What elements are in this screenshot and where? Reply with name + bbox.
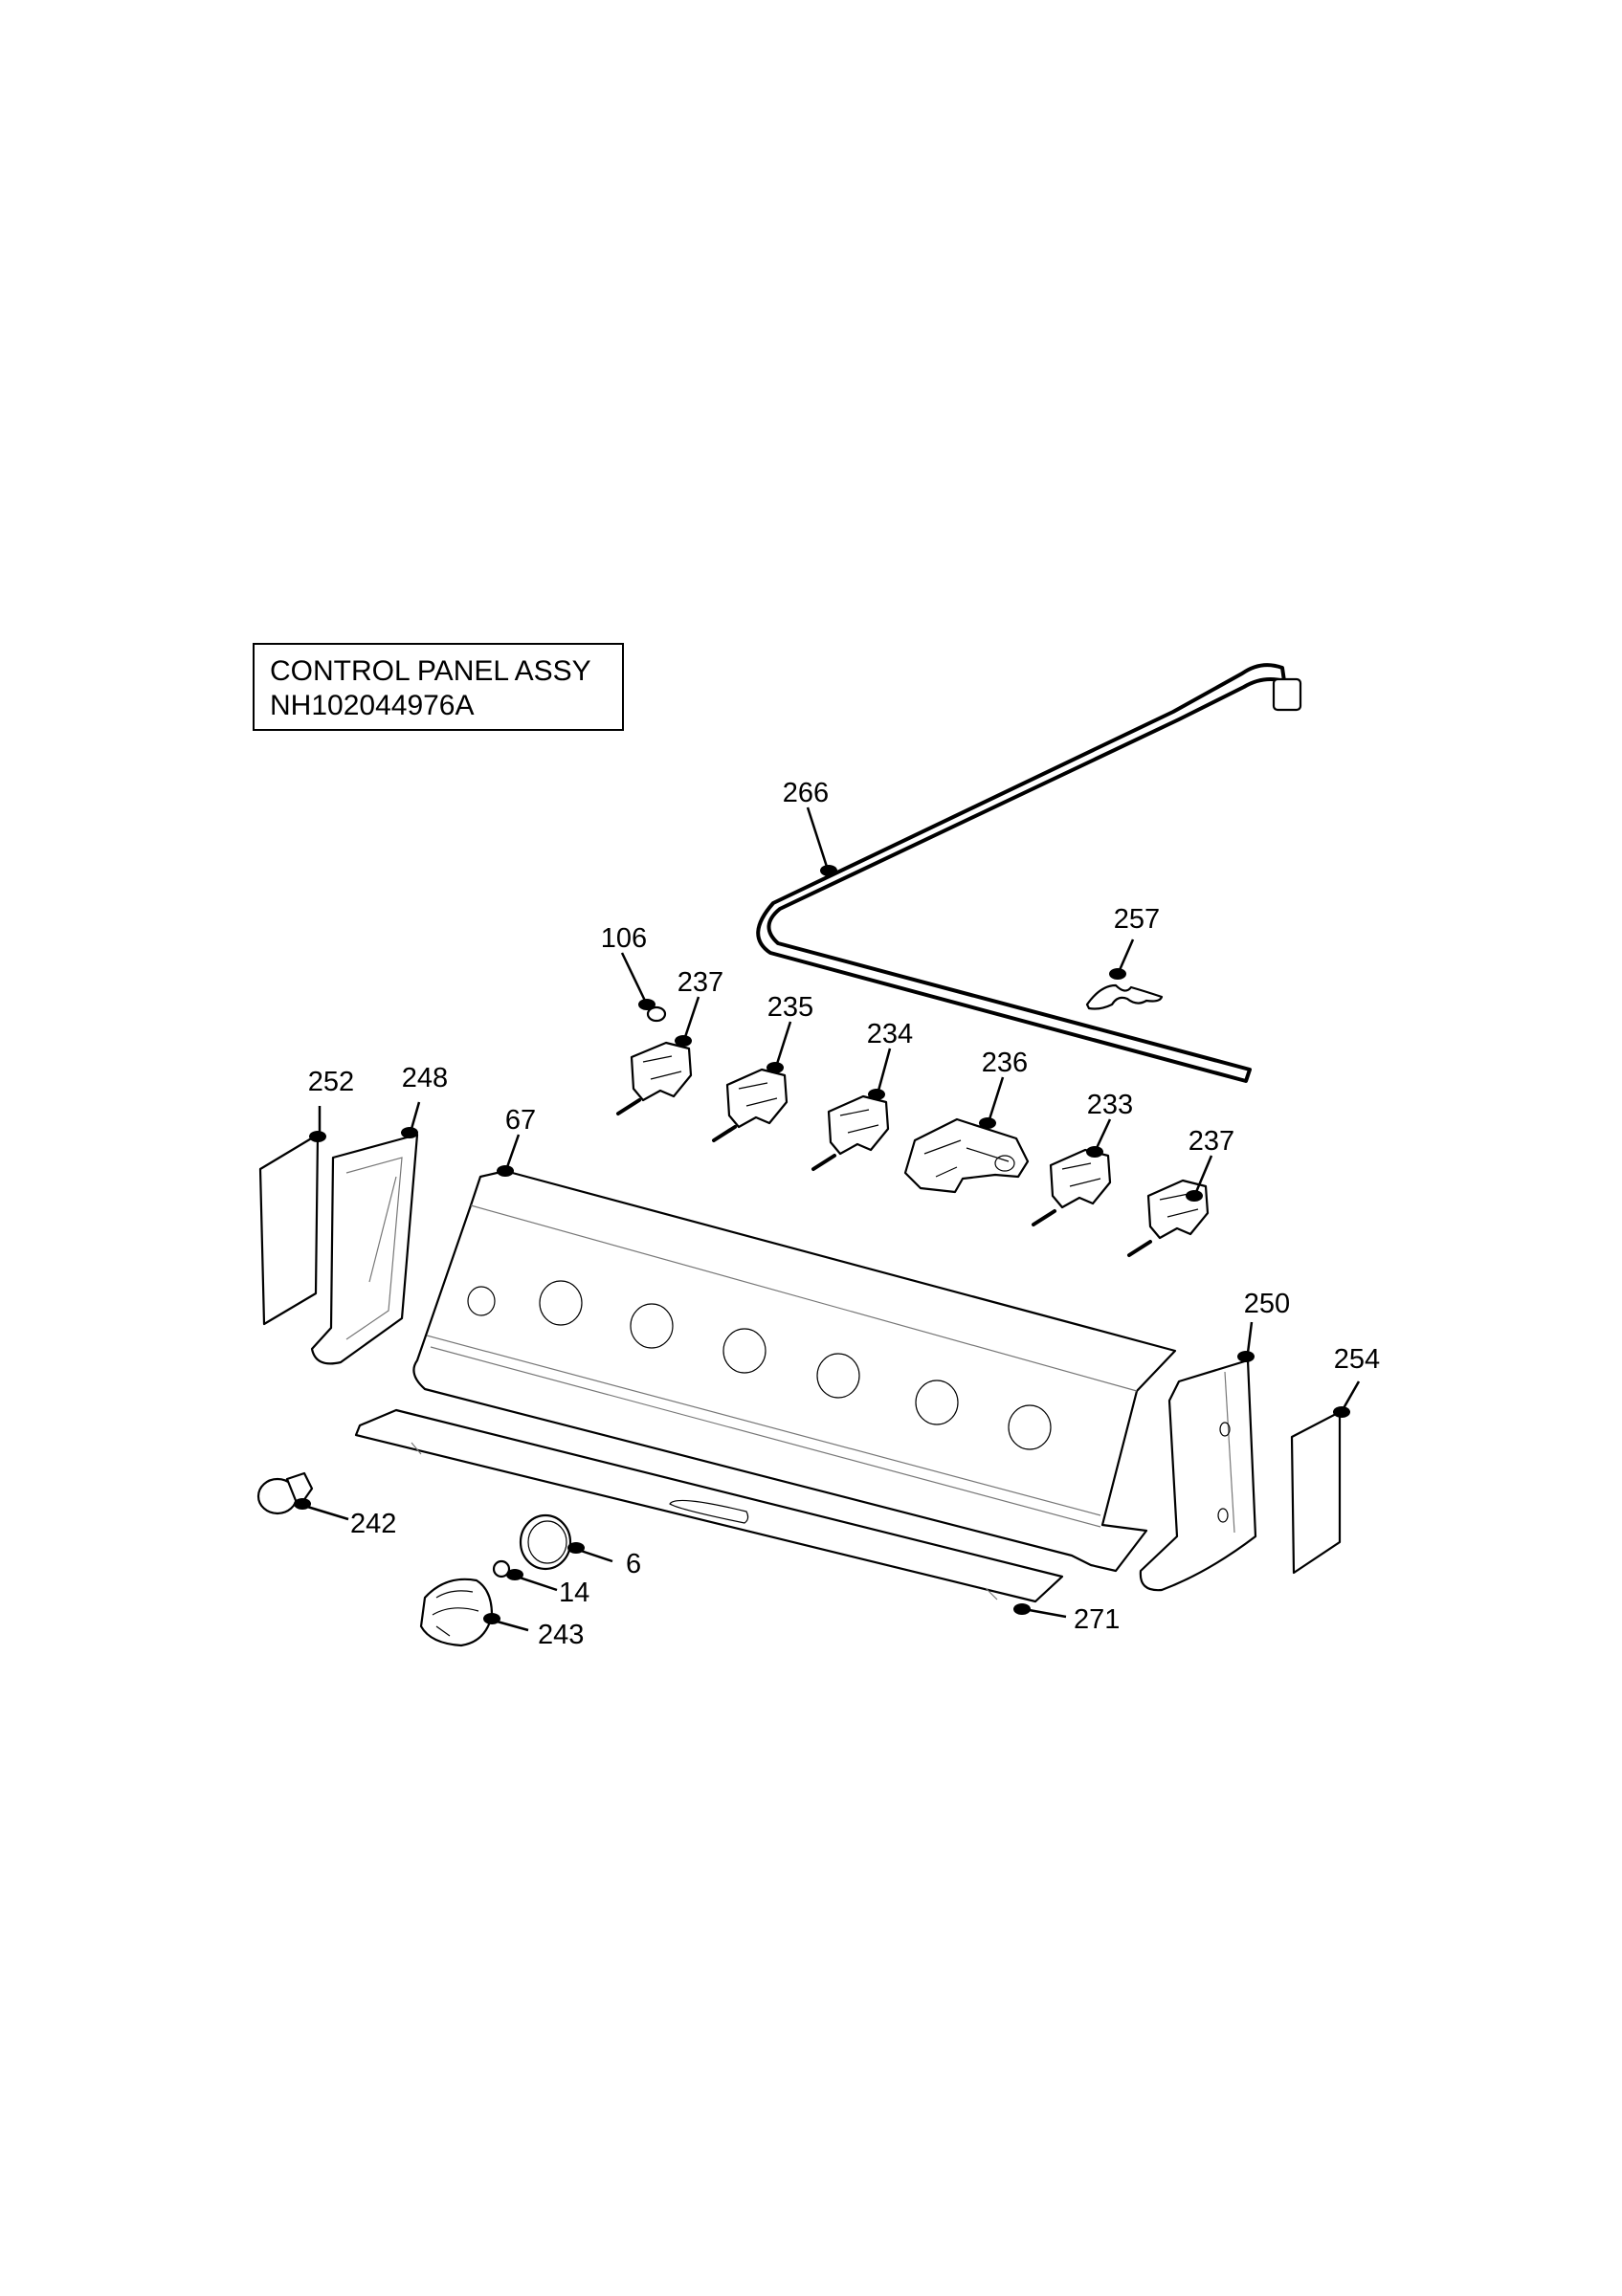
callout-106: 106 — [601, 923, 647, 954]
callout-248: 248 — [402, 1063, 448, 1093]
callout-6: 6 — [626, 1549, 641, 1579]
callout-234: 234 — [867, 1019, 913, 1049]
callout-labels: 266 257 106 237 235 234 236 233 237 252 … — [308, 778, 1380, 1650]
part-234-valve — [811, 1094, 890, 1171]
part-106-cap — [646, 1005, 667, 1023]
callout-236: 236 — [982, 1048, 1028, 1078]
callout-243: 243 — [538, 1620, 584, 1650]
part-266-gas-pipe — [756, 663, 1302, 1083]
callout-271: 271 — [1074, 1604, 1120, 1635]
callout-257: 257 — [1114, 904, 1160, 935]
part-233-valve — [1032, 1148, 1112, 1226]
callout-250: 250 — [1244, 1289, 1290, 1319]
callout-252: 252 — [308, 1067, 354, 1097]
callout-14: 14 — [559, 1578, 589, 1608]
part-237-valve-a — [616, 1041, 693, 1115]
callout-235: 235 — [767, 992, 813, 1023]
part-67-control-panel — [412, 1169, 1177, 1573]
leader-lines — [303, 806, 1361, 1632]
callout-237-a: 237 — [678, 967, 723, 998]
callout-233: 233 — [1087, 1090, 1133, 1120]
part-236-valve — [903, 1117, 1030, 1194]
callout-266: 266 — [783, 778, 829, 808]
part-257-clip — [1085, 983, 1164, 1010]
part-235-valve — [712, 1068, 789, 1142]
callout-237-b: 237 — [1189, 1126, 1234, 1157]
part-250-end-bracket — [1139, 1358, 1257, 1592]
part-252-side-panel — [258, 1133, 320, 1326]
diagram-title-box: CONTROL PANEL ASSY NH102044976A — [253, 643, 624, 731]
callout-254: 254 — [1334, 1344, 1380, 1375]
part-6-knob-bezel — [519, 1513, 572, 1571]
part-242-indicator-lamp — [256, 1471, 314, 1515]
part-248-end-bracket — [310, 1133, 419, 1365]
knob-holes — [467, 1280, 1052, 1450]
callout-67: 67 — [505, 1105, 536, 1136]
part-14-knob-clip — [492, 1559, 511, 1578]
diagram-part-number: NH102044976A — [270, 690, 475, 721]
part-254-side-panel — [1290, 1410, 1342, 1575]
leader-dots — [294, 865, 1350, 1624]
part-243-control-knob — [419, 1578, 494, 1647]
part-271-base-strip — [354, 1408, 1064, 1603]
diagram-title: CONTROL PANEL ASSY — [270, 655, 591, 687]
callout-242: 242 — [350, 1509, 396, 1539]
